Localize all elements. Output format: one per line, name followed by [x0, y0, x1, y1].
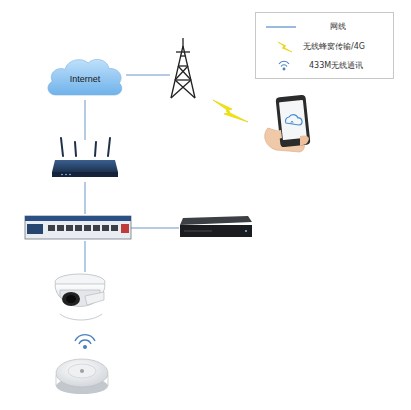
wireless-433m-link — [75, 335, 95, 349]
legend-label: 网线 — [330, 23, 346, 31]
node-label: Internet — [70, 70, 101, 84]
cell-tower — [171, 38, 195, 98]
legend-lightning-sample — [278, 42, 292, 52]
router — [52, 138, 118, 177]
legend-wireless-sample — [279, 61, 289, 70]
legend-line-sample — [266, 26, 296, 27]
legend-frame — [256, 13, 394, 79]
internet-cloud: Internet — [45, 55, 125, 99]
network-switch — [25, 216, 131, 239]
wireless-4g-link — [213, 100, 248, 122]
smartphone — [265, 95, 311, 152]
turret-camera — [55, 274, 105, 320]
legend-label: 无线蜂窝传输/4G — [303, 43, 365, 51]
nvr-recorder — [180, 216, 252, 237]
legend-label: 433M无线通讯 — [309, 62, 363, 70]
smoke-detector — [56, 359, 108, 394]
